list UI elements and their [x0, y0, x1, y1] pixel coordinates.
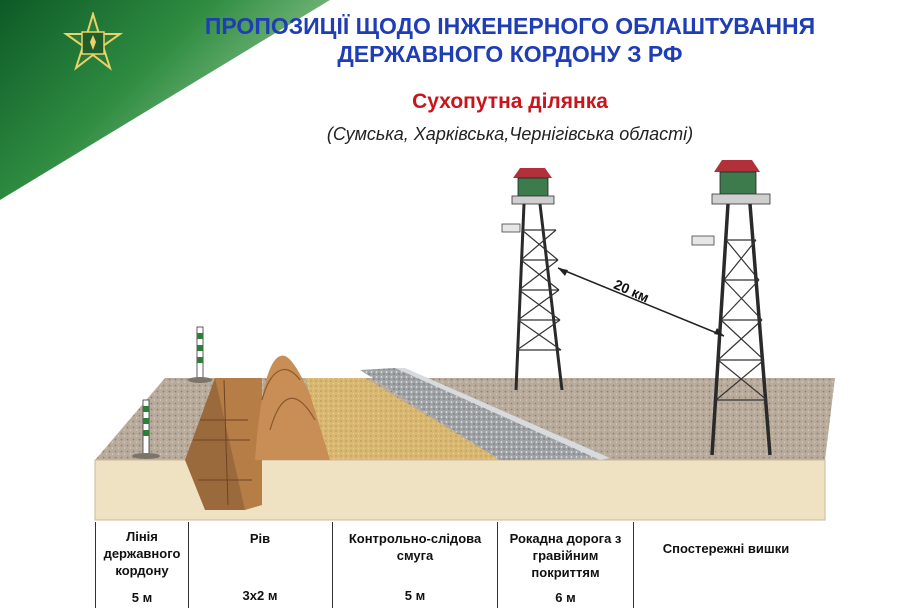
section-divider: [188, 522, 189, 608]
page-subtitle: Сухопутна ділянка: [412, 90, 608, 113]
page-title-line2: ДЕРЖАВНОГО КОРДОНУ З РФ: [337, 41, 683, 67]
section-divider: [332, 522, 333, 608]
page-title-line1: ПРОПОЗИЦІЇ ЩОДО ІНЖЕНЕРНОГО ОБЛАШТУВАННЯ: [204, 13, 816, 39]
section-size-border-line: 5 м: [131, 590, 153, 605]
section-label-patrol-road: Рокадна дорога з гравійним покриттям: [509, 531, 622, 580]
control-trace-strip: [305, 378, 500, 460]
border-post-front: [132, 399, 160, 459]
section-divider: [497, 522, 498, 608]
patrol-road: [360, 368, 610, 460]
section-divider: [95, 522, 96, 608]
regions-caption: (Сумська, Харківська,Чернігівська област…: [326, 124, 694, 144]
ditch-bottom: [215, 378, 262, 510]
watchtower-back: [501, 168, 564, 391]
section-size-ditch: 3х2 м: [242, 588, 278, 603]
distance-arrow: [557, 267, 725, 337]
section-size-control-strip: 5 м: [404, 588, 426, 603]
section-label-control-strip: Контрольно-слідова смуга: [348, 531, 482, 563]
border-post-back: [188, 326, 212, 383]
section-divider: [633, 522, 634, 608]
section-label-border-line: Лінія державного кордону: [103, 529, 181, 578]
section-label-watchtowers: Спостережні вишки: [662, 541, 790, 556]
watchtower-front: [691, 160, 772, 456]
embankment: [255, 355, 340, 460]
border-guard-emblem-icon: [62, 12, 124, 71]
ditch-lines: [193, 379, 252, 506]
section-size-patrol-road: 6 м: [555, 590, 576, 605]
section-label-ditch: Рів: [249, 531, 271, 546]
